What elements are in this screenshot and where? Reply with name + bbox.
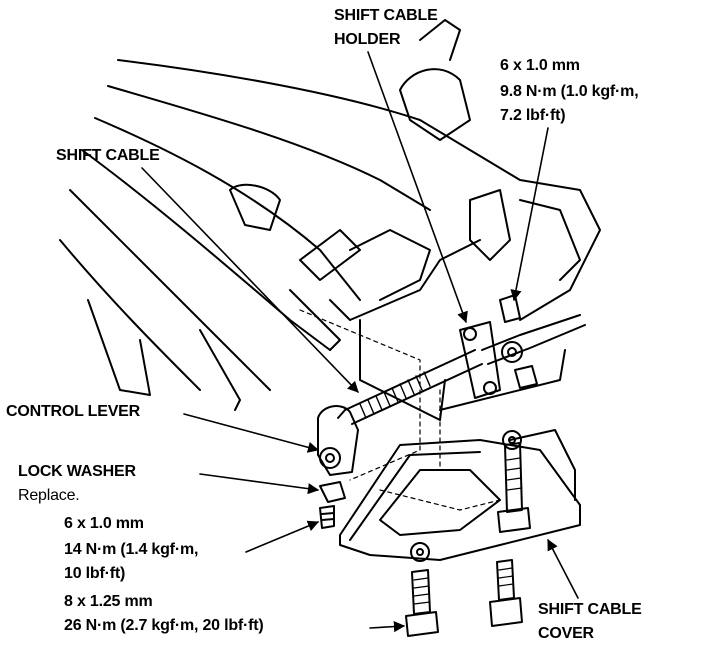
shift-cable-holder-label-line2: HOLDER xyxy=(334,31,401,48)
leader-lines xyxy=(141,51,579,633)
cover-bolt-upper xyxy=(497,442,531,533)
lock-washer-label: LOCK WASHER xyxy=(18,463,136,480)
lever-bolt-spec-size: 6 x 1.0 mm xyxy=(64,515,144,532)
cover-bolt-right xyxy=(489,559,523,627)
holder-bolt-spec-lbfft: 7.2 lbf·ft) xyxy=(500,107,566,124)
cover-bolt-left xyxy=(405,569,439,637)
holder-bolt-spec-size: 6 x 1.0 mm xyxy=(500,57,580,74)
phantom-outline xyxy=(299,309,501,511)
transmission-case-outline xyxy=(59,19,601,421)
lever-bolt-spec-lbfft: 10 lbf·ft) xyxy=(64,565,126,582)
holder-bolt-spec-torque: 9.8 N·m (1.0 kgf·m, xyxy=(500,83,639,100)
cover-bolt-spec-torque: 26 N·m (2.7 kgf·m, 20 lbf·ft) xyxy=(64,617,264,634)
shift-cable-cover-label-line1: SHIFT CABLE xyxy=(538,601,642,618)
shift-cable-holder-label-line1: SHIFT CABLE xyxy=(334,7,438,24)
lever-bolt-spec-torque: 14 N·m (1.4 kgf·m, xyxy=(64,541,199,558)
lock-washer-note: Replace. xyxy=(18,487,80,504)
control-lever-label: CONTROL LEVER xyxy=(6,403,141,420)
shift-cable-label: SHIFT CABLE xyxy=(56,147,160,164)
shift-cable-cover-label-line2: COVER xyxy=(538,625,594,642)
control-lever xyxy=(317,405,359,476)
shift-cable xyxy=(344,314,586,425)
shift-cable-cover xyxy=(339,429,581,562)
lock-washer xyxy=(319,481,346,503)
lever-bolt xyxy=(319,505,335,529)
shift-cable-holder xyxy=(459,294,538,399)
cover-bolt-spec-size: 8 x 1.25 mm xyxy=(64,593,153,610)
